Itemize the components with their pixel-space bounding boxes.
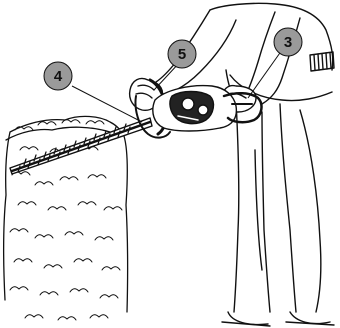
callout-4: 4 <box>44 62 72 90</box>
callout-3-label: 3 <box>284 34 292 51</box>
leader-line-3 <box>248 50 282 98</box>
callout-3: 3 <box>274 28 302 56</box>
callout-5: 5 <box>168 40 196 68</box>
callout-5-label: 5 <box>178 46 186 63</box>
callout-4-label: 4 <box>54 68 63 85</box>
